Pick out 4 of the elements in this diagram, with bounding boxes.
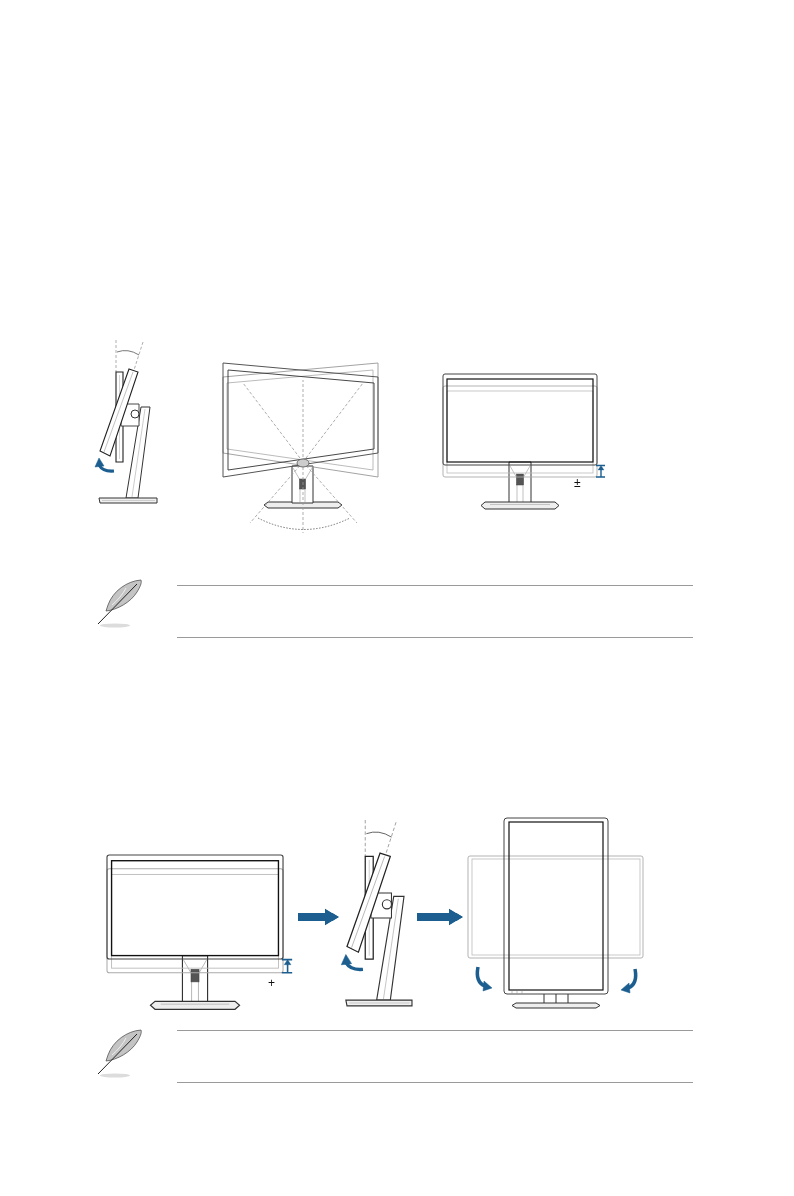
dimension-label: ± [574, 477, 581, 489]
arrow [298, 908, 339, 926]
dimension-label: + [268, 977, 275, 989]
arrow [417, 908, 463, 926]
